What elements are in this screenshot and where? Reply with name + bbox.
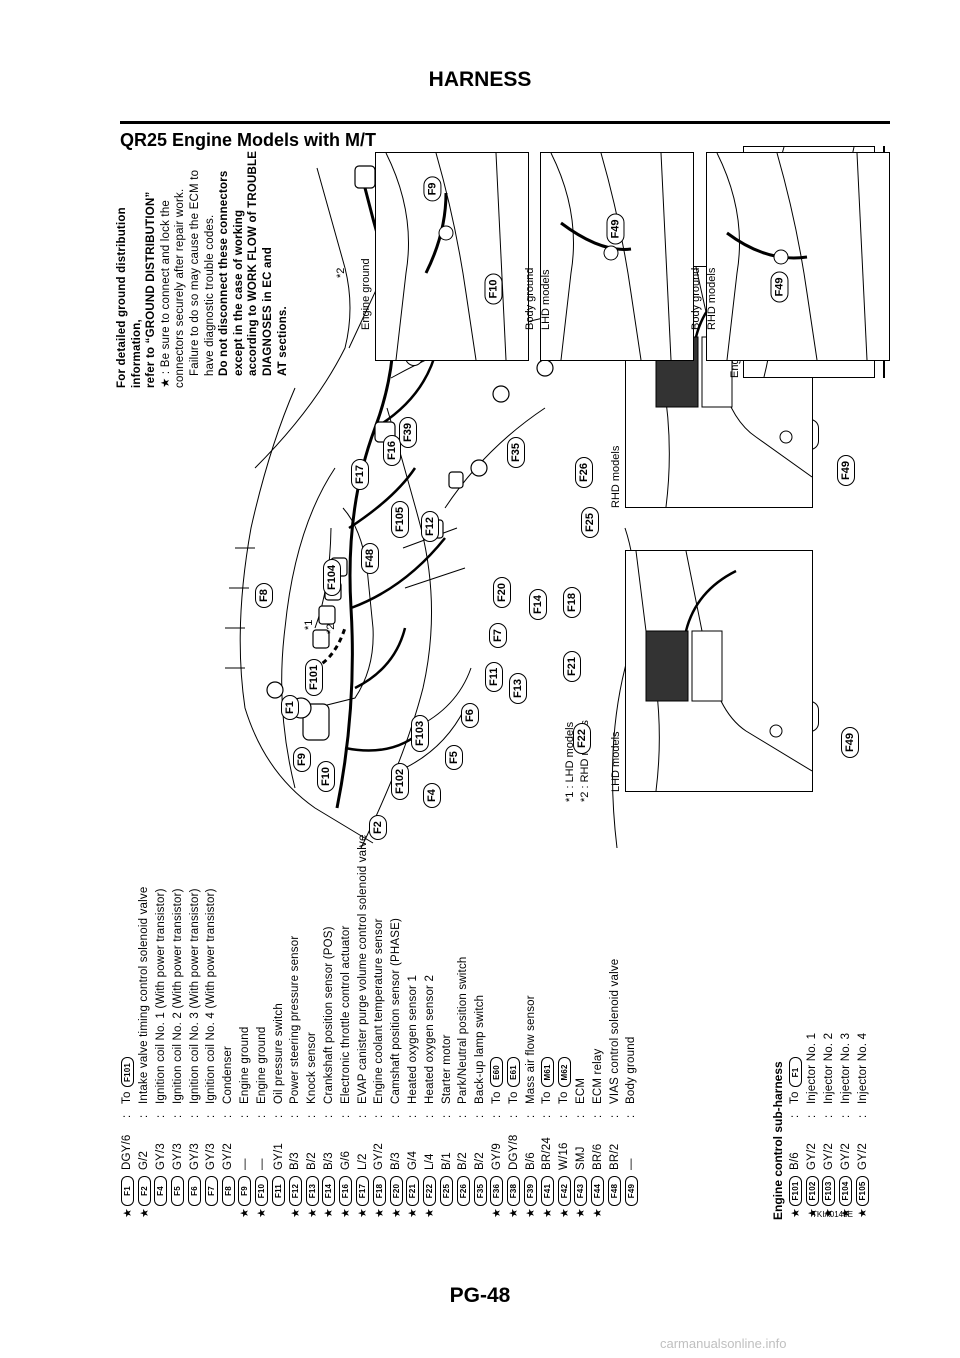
diagram-label-f102: F102 — [391, 762, 409, 800]
diagram-label-f10: F10 — [317, 761, 335, 792]
diagram-label-f101: F101 — [305, 658, 323, 696]
diagram-label-star2b: *2 — [335, 267, 347, 278]
diagram-label-f1: F1 — [281, 695, 299, 720]
inset-title-body-ground-rhd: Body ground — [690, 267, 702, 330]
inset-title-lhd-models: LHD models — [540, 269, 552, 330]
diagram-label-f8: F8 — [255, 583, 273, 608]
body-ground-lhd-illustration — [550, 153, 672, 360]
diagram-label-f39: F39 — [399, 417, 417, 448]
diagram-label-f22: F22 — [573, 723, 591, 754]
diagram-label-f26: F26 — [575, 457, 593, 488]
diagram-label-f9: F9 — [293, 747, 311, 772]
diagram-label-f5: F5 — [445, 745, 463, 770]
diagram-label-f104: F104 — [323, 558, 341, 596]
ecm-inset-lhd-title: LHD models — [610, 731, 622, 792]
page-number: PG-48 — [449, 1284, 511, 1307]
ecm-lhd-illustration — [635, 550, 813, 792]
diagram-label-f6: F6 — [461, 703, 479, 728]
diagram-label-f13: F13 — [509, 673, 527, 704]
section-title: QR25 Engine Models with M/T — [120, 130, 377, 150]
inset-title-body-ground-lhd: Body ground — [524, 267, 536, 330]
diagram-label-f17: F17 — [351, 459, 369, 490]
diagram-label-f18: F18 — [563, 587, 581, 618]
diagram-label-ecm-l-f49: F49 — [841, 727, 859, 758]
ground-label-bl-f49: F49 — [606, 213, 625, 245]
body-ground-rhd-box — [706, 152, 890, 361]
ecm-inset-rhd-title: RHD models — [610, 445, 622, 508]
inset-title-engine-ground: Engine ground — [360, 258, 372, 330]
diagram-label-f7: F7 — [489, 623, 507, 648]
diagram-label-f14: F14 — [529, 589, 547, 620]
diagram-label-star1: *1 — [303, 619, 315, 630]
diagram-label-f12: F12 — [421, 511, 439, 542]
diagram-label-f20: F20 — [493, 577, 511, 608]
diagram-label-star2: *2 — [325, 623, 337, 634]
diagram-label-ecm-r-f49: F49 — [837, 455, 855, 486]
ground-label-eg-f9: F9 — [423, 176, 442, 202]
diagram-label-f2: F2 — [369, 815, 387, 840]
body-ground-lhd-box — [540, 152, 694, 361]
diagram-label-f105: F105 — [391, 500, 409, 538]
watermark: carmanualsonline.info — [660, 1336, 787, 1351]
diagram-label-f4: F4 — [423, 783, 441, 808]
diagram-label-f35: F35 — [507, 437, 525, 468]
inset-title-rhd-models: RHD models — [706, 267, 718, 330]
diagram-label-f21: F21 — [563, 651, 581, 682]
ground-label-br-f49: F49 — [770, 271, 789, 303]
ground-label-eg-f10: F10 — [484, 273, 503, 305]
ecm-inset-lhd — [625, 550, 813, 792]
engine-ground-box — [375, 152, 529, 361]
page-header-title: HARNESS — [428, 68, 532, 91]
diagram-label-f48: F48 — [361, 543, 379, 574]
diagram-label-f25: F25 — [581, 507, 599, 538]
diagram-label-f103: F103 — [411, 714, 429, 752]
engine-ground-illustration-2 — [385, 153, 507, 360]
body-ground-rhd-illustration — [716, 153, 868, 360]
figure-code: TKIA0148E — [812, 1210, 853, 1219]
diagram-label-f11: F11 — [485, 661, 503, 692]
header-rule — [120, 121, 890, 124]
